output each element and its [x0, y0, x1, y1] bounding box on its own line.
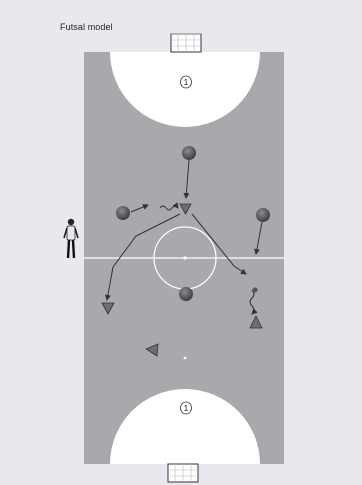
movement-arrows [104, 159, 263, 315]
cone-center [179, 203, 192, 215]
centre-spot [183, 256, 187, 260]
top-penalty-area [110, 52, 260, 127]
bottom-penalty-area [110, 389, 260, 464]
diagram-title: Futsal model [60, 22, 113, 32]
arrow-left-run-end [104, 266, 114, 301]
arrow-left-player-pass [130, 204, 149, 213]
top-goal-net [171, 33, 201, 52]
ball-marker-right [252, 287, 258, 293]
player-center [179, 287, 193, 301]
cone-left [101, 302, 115, 315]
arrow-long-left-run [112, 213, 181, 268]
top-goalkeeper-marker: 1 [180, 75, 192, 89]
player-top [182, 146, 196, 160]
bottom-goalkeeper-number: 1 [184, 404, 189, 413]
coach-figure [63, 218, 79, 259]
bottom-second-spot [183, 356, 187, 360]
top-penalty-spot [183, 113, 187, 117]
arrow-wavy-to-cone [159, 202, 179, 211]
player-left [116, 206, 130, 220]
arrow-player-top-down [183, 159, 190, 199]
cone-right [249, 315, 263, 329]
bottom-goalkeeper-marker: 1 [180, 401, 192, 415]
arrow-wavy-right [249, 289, 258, 315]
cone-lower-left [145, 343, 159, 357]
top-goalkeeper-number: 1 [184, 78, 189, 87]
player-right [256, 208, 270, 222]
arrow-long-right-run [191, 213, 247, 275]
bottom-goal-net [168, 464, 198, 482]
arrow-right-player-down [253, 221, 263, 255]
